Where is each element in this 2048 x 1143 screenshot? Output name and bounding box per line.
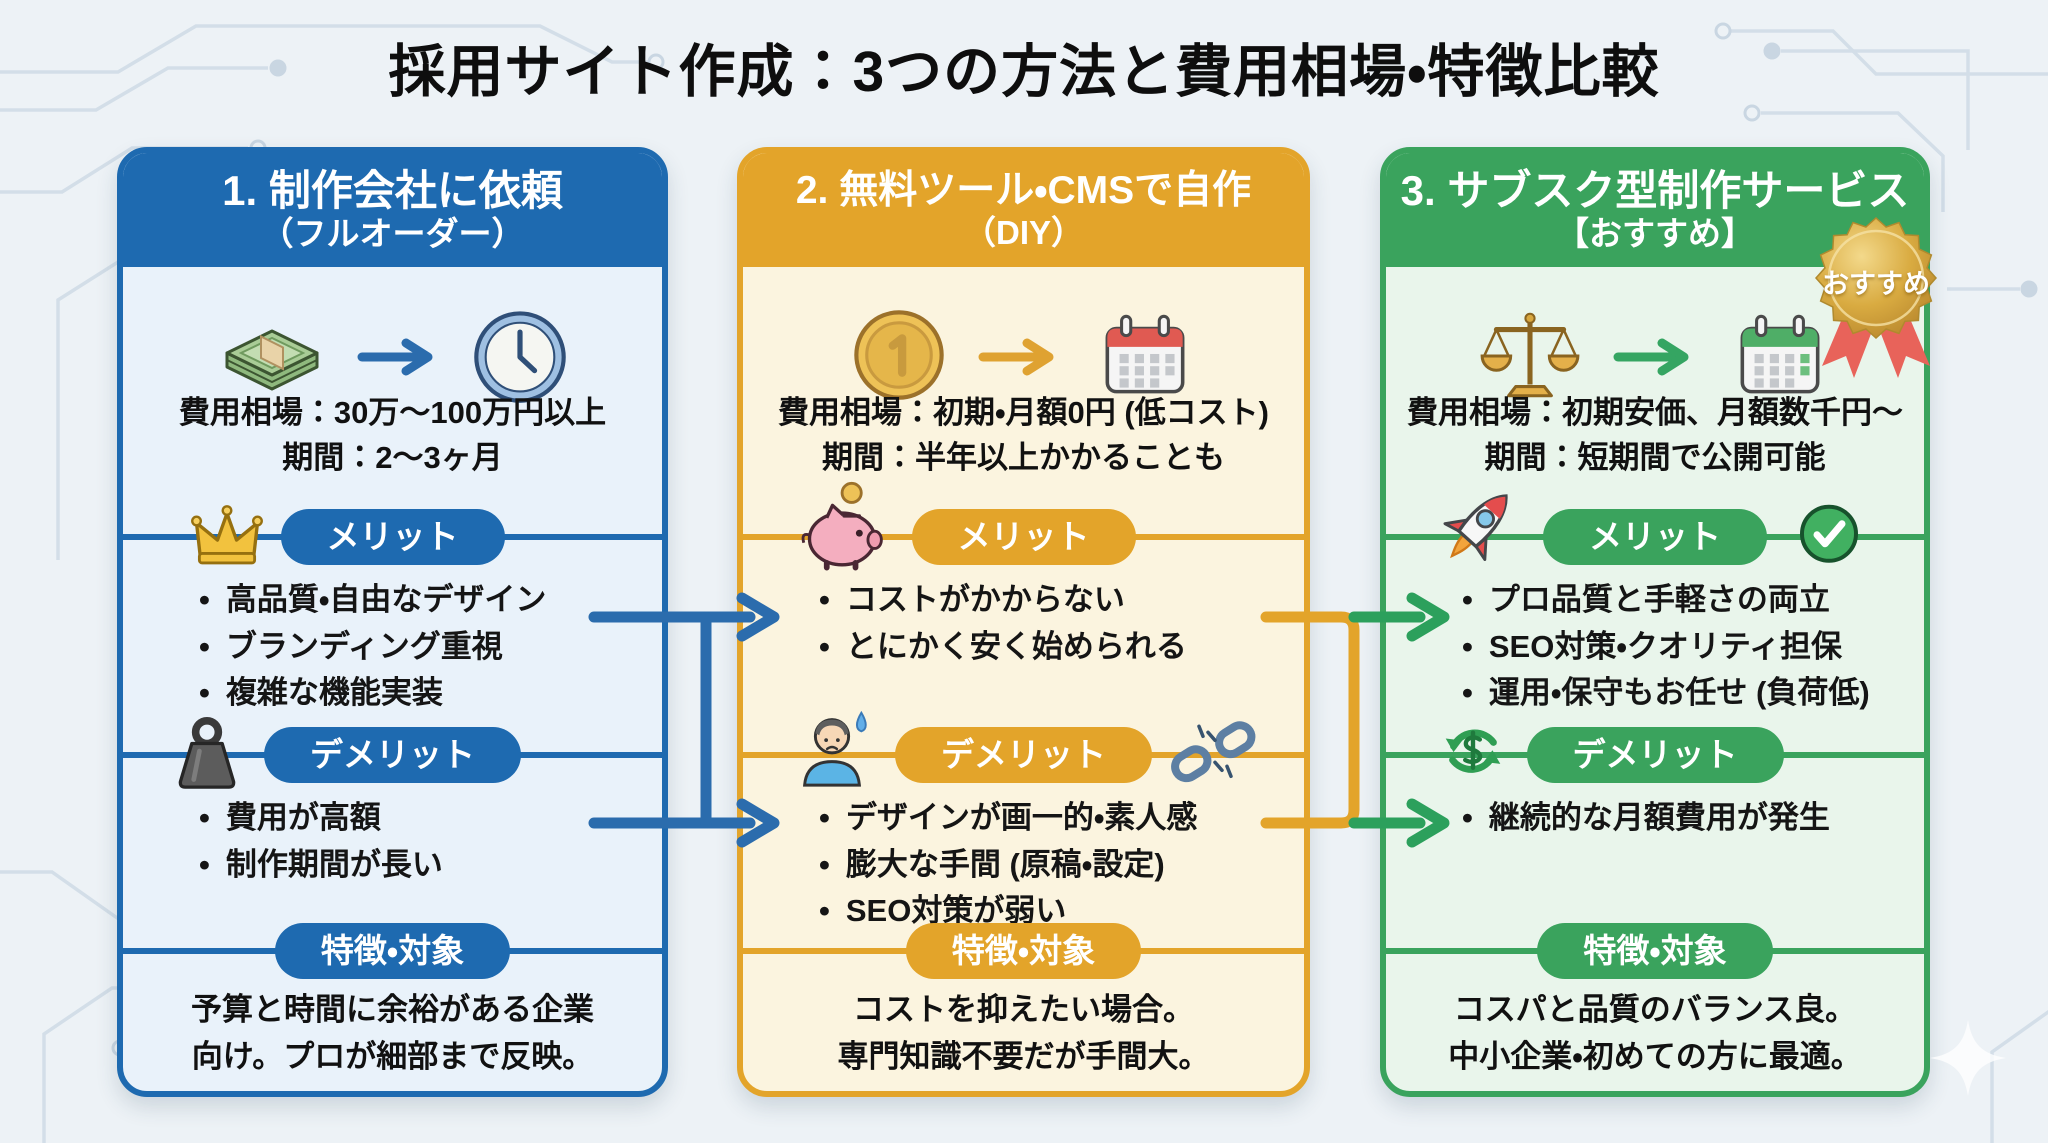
card-2-icon-row bbox=[743, 291, 1304, 423]
arrow-right-icon bbox=[356, 335, 442, 379]
card-2-subtitle: （DIY） bbox=[962, 213, 1084, 251]
card-2-cost: 費用相場：初期・月額0円 (低コスト) 期間：半年以上かかることも bbox=[743, 391, 1304, 481]
demerit-pill: デメリット bbox=[1526, 727, 1784, 783]
coin-icon bbox=[847, 303, 951, 412]
period-line: 期間：半年以上かかることも bbox=[822, 439, 1225, 475]
card-1-features-text: 予算と時間に余裕がある企業 向け。プロが細部まで反映。 bbox=[191, 992, 594, 1074]
card-3-demerit-list: 継続的な月額費用が発生 bbox=[1462, 795, 1904, 842]
arrow-right-icon bbox=[1612, 335, 1698, 379]
list-item: SEO対策・クオリティ担保 bbox=[1462, 624, 1904, 671]
card-3-header: 3. サブスク型制作サービス 【おすすめ】 bbox=[1386, 153, 1924, 267]
sparkle-icon bbox=[1930, 1020, 2006, 1096]
card-3-cost: 費用相場：初期安価、月額数千円〜 期間：短期間で公開可能 bbox=[1386, 391, 1924, 481]
card-method-1: 1. 制作会社に依頼 （フルオーダー） bbox=[117, 147, 668, 1097]
list-item: 高品質・自由なデザイン bbox=[199, 577, 642, 624]
card-2-merit-list: コストがかからない とにかく安く始められる bbox=[819, 577, 1284, 670]
list-item: とにかく安く始められる bbox=[819, 624, 1284, 671]
card-3-demerit-header: デメリット bbox=[1386, 723, 1924, 787]
demerit-pill: デメリット bbox=[264, 727, 521, 783]
card-2-features-header: 特徴・対象 bbox=[743, 919, 1304, 983]
page-title: 採用サイト作成：3つの方法と費用相場・特徴比較 bbox=[388, 40, 1660, 104]
arrow-right-icon bbox=[977, 335, 1063, 379]
list-item: 費用が高額 bbox=[199, 795, 642, 842]
list-item: 膨大な手間 (原稿・設定) bbox=[819, 842, 1284, 889]
list-item: ブランディング重視 bbox=[199, 624, 642, 671]
period-line: 期間：短期間で公開可能 bbox=[1484, 439, 1826, 475]
features-pill: 特徴・対象 bbox=[274, 923, 511, 979]
card-1-features-header: 特徴・対象 bbox=[123, 919, 662, 983]
card-3-icon-row bbox=[1386, 291, 1924, 423]
card-2-merit-header: メリット bbox=[743, 481, 1304, 571]
merit-pill: メリット bbox=[911, 509, 1136, 565]
cost-line: 費用相場：初期・月額0円 (低コスト) bbox=[777, 395, 1270, 430]
card-2-title: 2. 無料ツール・CMSで自作 bbox=[795, 168, 1252, 212]
piggy-bank-icon bbox=[798, 477, 890, 573]
list-item: 複雑な機能実装 bbox=[199, 670, 642, 717]
card-1-icon-row bbox=[123, 291, 662, 423]
features-pill: 特徴・対象 bbox=[905, 923, 1142, 979]
features-pill: 特徴・対象 bbox=[1537, 923, 1773, 979]
cost-line: 費用相場：初期安価、月額数千円〜 bbox=[1407, 395, 1903, 430]
card-2-header: 2. 無料ツール・CMSで自作 （DIY） bbox=[743, 153, 1304, 267]
person-sweat-icon bbox=[786, 701, 878, 791]
cost-line: 費用相場：30万〜100万円以上 bbox=[178, 395, 607, 430]
card-1-merit-header: メリット bbox=[123, 505, 662, 569]
card-1-merit-list: 高品質・自由なデザイン ブランディング重視 複雑な機能実装 bbox=[199, 577, 642, 717]
card-2-features-text: コストを抑えたい場合。 専門知識不要だが手間大。 bbox=[837, 992, 1210, 1074]
clock-icon bbox=[468, 303, 572, 412]
card-1-title: 1. 制作会社に依頼 bbox=[222, 166, 563, 214]
list-item: 継続的な月額費用が発生 bbox=[1462, 795, 1904, 842]
demerit-pill: デメリット bbox=[895, 727, 1152, 783]
card-method-2: 2. 無料ツール・CMSで自作 （DIY） bbox=[737, 147, 1310, 1097]
card-3-merit-header: メリット bbox=[1386, 494, 1924, 569]
card-3-title: 3. サブスク型制作サービス bbox=[1400, 166, 1910, 214]
card-2-demerit-header: デメリット bbox=[743, 710, 1304, 787]
calendar-green-icon bbox=[1724, 304, 1836, 411]
card-3-subtitle: 【おすすめ】 bbox=[1556, 215, 1754, 253]
crown-icon bbox=[187, 497, 267, 569]
merit-pill: メリット bbox=[1543, 509, 1767, 565]
card-1-demerit-list: 費用が高額 制作期間が長い bbox=[199, 795, 642, 888]
medal-star bbox=[1814, 216, 1938, 340]
list-item: プロ品質と手軽さの両立 bbox=[1462, 577, 1904, 624]
rocket-icon bbox=[1433, 480, 1525, 572]
recycle-dollar-icon bbox=[1435, 713, 1511, 789]
weight-icon bbox=[171, 712, 243, 790]
badge-label: おすすめ bbox=[1822, 269, 1930, 299]
calendar-red-icon bbox=[1089, 304, 1201, 411]
period-line: 期間：2〜3ヶ月 bbox=[282, 439, 503, 475]
merit-pill: メリット bbox=[280, 509, 505, 565]
card-3-features-header: 特徴・対象 bbox=[1386, 919, 1924, 983]
check-circle-icon bbox=[1797, 502, 1861, 566]
card-3-features-text: コスパと品質のバランス良。 中小企業・初めての方に最適。 bbox=[1448, 992, 1862, 1074]
card-1-subtitle: （フルオーダー） bbox=[260, 215, 525, 253]
list-item: デザインが画一的・素人感 bbox=[819, 795, 1284, 842]
balance-scale-icon bbox=[1474, 299, 1586, 416]
list-item: SEO対策が弱い bbox=[819, 888, 1284, 935]
recommend-badge: おすすめ bbox=[1806, 214, 1946, 386]
card-1-header: 1. 制作会社に依頼 （フルオーダー） bbox=[123, 153, 662, 267]
list-item: コストがかからない bbox=[819, 577, 1284, 624]
broken-chain-icon bbox=[1170, 714, 1258, 788]
list-item: 制作期間が長い bbox=[199, 842, 642, 889]
money-stack-icon bbox=[214, 305, 330, 410]
card-3-merit-list: プロ品質と手軽さの両立 SEO対策・クオリティ担保 運用・保守もお任せ (負荷低… bbox=[1462, 577, 1904, 717]
card-2-demerit-list: デザインが画一的・素人感 膨大な手間 (原稿・設定) SEO対策が弱い bbox=[819, 795, 1284, 935]
list-item: 運用・保守もお任せ (負荷低) bbox=[1462, 670, 1904, 717]
card-1-cost: 費用相場：30万〜100万円以上 期間：2〜3ヶ月 bbox=[123, 391, 662, 481]
card-1-demerit-header: デメリット bbox=[123, 716, 662, 789]
